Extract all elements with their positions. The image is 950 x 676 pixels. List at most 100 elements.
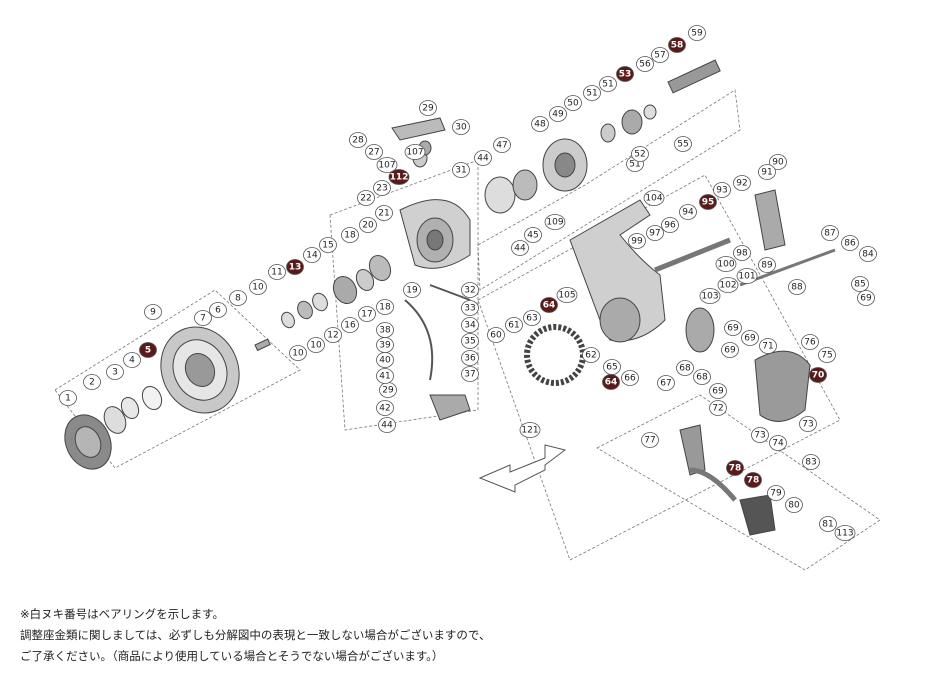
callout-bubble — [699, 288, 721, 304]
callout-bubble — [249, 279, 267, 295]
callout-number: 10 — [310, 341, 322, 351]
callout: 73 — [799, 416, 817, 432]
callout-bubble — [403, 282, 421, 298]
callout: 30 — [452, 119, 470, 135]
callout: 10 — [307, 337, 325, 353]
callout-bubble — [676, 360, 694, 376]
direction-arrow — [478, 444, 567, 493]
callout-number: 104 — [645, 194, 662, 204]
callout: 83 — [802, 454, 820, 470]
bail-wire-part — [404, 299, 434, 381]
washer-note-line2: ご了承ください。（商品により使用している場合とそうでない場合がございます。） — [20, 649, 444, 663]
callout-number: 91 — [761, 168, 772, 178]
callout-number: 73 — [754, 431, 765, 441]
callout-number: 71 — [762, 342, 773, 352]
callout-bubble — [688, 25, 706, 41]
callout-number: 101 — [738, 272, 755, 282]
callout-bubble — [818, 347, 836, 363]
callout-bubble — [376, 299, 394, 315]
callout: 7 — [194, 310, 212, 326]
callout: 32 — [461, 282, 479, 298]
callout: 63 — [523, 310, 541, 326]
callout-bearing: 58 — [668, 37, 686, 53]
callout: 97 — [646, 225, 664, 241]
callout-bubble — [523, 310, 541, 326]
callout-bubble — [378, 417, 396, 433]
callout-bubble — [802, 454, 820, 470]
callout: 100 — [715, 256, 737, 272]
callout: 40 — [376, 352, 394, 368]
callout-bubble — [319, 237, 337, 253]
callout-number: 28 — [352, 136, 364, 146]
callout: 62 — [582, 347, 600, 363]
callout-number: 74 — [772, 439, 784, 449]
reel-body-part — [569, 199, 666, 343]
callout: 35 — [461, 333, 479, 349]
callout: 52 — [631, 146, 649, 162]
callout: 56 — [636, 56, 654, 72]
callout: 77 — [641, 432, 659, 448]
callout: 94 — [679, 204, 697, 220]
callout-bubble — [349, 132, 367, 148]
callout-bubble — [289, 345, 307, 361]
callout: 85 — [851, 276, 869, 292]
callout-bubble — [717, 277, 739, 293]
callout: 33 — [461, 300, 479, 316]
callout-bearing: 70 — [809, 367, 827, 383]
callout-number: 7 — [200, 314, 206, 324]
callout: 48 — [531, 116, 549, 132]
callout-number: 1 — [65, 394, 71, 404]
callout: 109 — [544, 214, 566, 230]
callout: 11 — [268, 264, 286, 280]
callout-bubble — [809, 367, 827, 383]
callout: 50 — [564, 95, 582, 111]
callout-bearing: 78 — [726, 460, 744, 476]
callout-bearing: 5 — [139, 342, 157, 358]
callout-bearing: 95 — [699, 194, 717, 210]
callout-bubble — [404, 144, 426, 160]
callout: 75 — [818, 347, 836, 363]
callout-bubble — [709, 383, 727, 399]
callout-number: 12 — [327, 331, 338, 341]
callout-bubble — [209, 302, 227, 318]
callout-bubble — [461, 300, 479, 316]
callout-bubble — [751, 427, 769, 443]
callout-number: 35 — [464, 337, 475, 347]
callout: 66 — [621, 370, 639, 386]
pinion-gear-part — [667, 59, 721, 94]
callout-number: 55 — [677, 140, 688, 150]
callout-number: 32 — [464, 286, 475, 296]
callout: 73 — [751, 427, 769, 443]
notes-block: ※白ヌキ番号はベアリングを示します。 調整座金類に関しましては、必ずしも分解図中… — [20, 604, 930, 667]
callout-number: 83 — [805, 458, 816, 468]
callout: 38 — [376, 322, 394, 338]
callout-bubble — [582, 347, 600, 363]
callout: 69 — [724, 320, 742, 336]
callout-bubble — [733, 245, 751, 261]
callout: 27 — [365, 144, 383, 160]
callout-bubble — [785, 497, 803, 513]
callout-bearing: 13 — [286, 259, 304, 275]
callout-bubble — [452, 119, 470, 135]
callout-bubble — [631, 146, 649, 162]
callout: 84 — [859, 246, 877, 262]
callout: 10 — [289, 345, 307, 361]
callout-number: 102 — [719, 281, 736, 291]
callout-number: 53 — [619, 70, 632, 80]
callout: 74 — [769, 435, 787, 451]
callout-number: 39 — [379, 341, 391, 351]
callout: 98 — [733, 245, 751, 261]
callout-bubble — [661, 217, 679, 233]
callout-number: 99 — [631, 237, 643, 247]
callout-number: 75 — [821, 351, 832, 361]
callout-bubble — [721, 342, 739, 358]
callout-number: 78 — [729, 464, 742, 474]
callout-bubble — [583, 85, 601, 101]
callout-bubble — [799, 416, 817, 432]
callout-bubble — [373, 180, 391, 196]
callout-bubble — [736, 268, 758, 284]
callout: 28 — [349, 132, 367, 148]
callout-number: 88 — [791, 283, 803, 293]
callout: 69 — [721, 342, 739, 358]
callout-bubble — [286, 259, 304, 275]
